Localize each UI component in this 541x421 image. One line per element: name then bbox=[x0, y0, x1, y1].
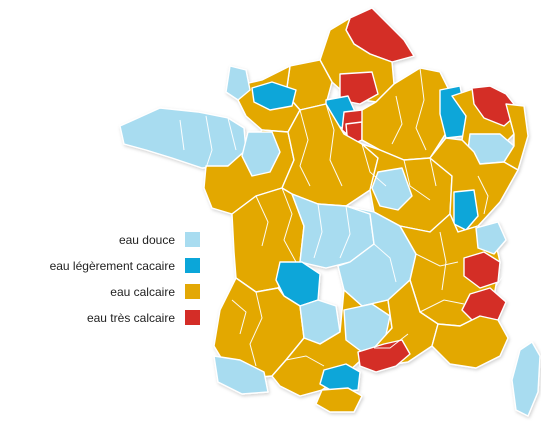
department-border bbox=[227, 117, 237, 151]
region-aude bbox=[319, 363, 361, 393]
department-border bbox=[477, 175, 489, 215]
department-border bbox=[374, 333, 409, 349]
department-border bbox=[419, 299, 465, 313]
region-oise bbox=[339, 71, 379, 105]
department-border bbox=[281, 187, 297, 263]
region-jura bbox=[453, 189, 479, 231]
department-border bbox=[299, 109, 311, 187]
region-haute-savoie bbox=[475, 221, 507, 255]
department-border bbox=[249, 291, 263, 367]
legend-swatch bbox=[185, 284, 200, 299]
region-bretagne bbox=[119, 107, 247, 169]
department-border bbox=[429, 157, 437, 187]
department-border bbox=[361, 143, 387, 187]
legend: eau douce eau légèrement cacaire eau cal… bbox=[4, 229, 204, 333]
legend-item-eau-calcaire: eau calcaire bbox=[4, 281, 204, 307]
department-border bbox=[373, 243, 397, 283]
department-border bbox=[439, 231, 447, 291]
region-pyrenees-orientales bbox=[315, 387, 363, 413]
department-border bbox=[231, 299, 247, 335]
department-border bbox=[179, 119, 185, 151]
department-border bbox=[415, 67, 427, 151]
region-champagne bbox=[361, 67, 453, 161]
legend-swatch bbox=[185, 232, 200, 247]
legend-label: eau douce bbox=[118, 233, 175, 247]
region-savoie bbox=[463, 251, 501, 289]
department-border bbox=[205, 115, 213, 169]
region-mayenne bbox=[241, 131, 281, 177]
legend-swatch bbox=[185, 310, 200, 325]
legend-label: eau très calcaire bbox=[86, 311, 175, 325]
region-bouches-du-rhone bbox=[357, 339, 411, 373]
department-border bbox=[285, 355, 325, 367]
legend-item-eau-douce: eau douce bbox=[4, 229, 204, 255]
region-provence bbox=[431, 315, 509, 369]
legend-label: eau légèrement cacaire bbox=[49, 259, 175, 273]
department-border bbox=[495, 271, 507, 287]
legend-item-eau-tres-calcaire: eau très calcaire bbox=[4, 307, 204, 333]
department-border bbox=[255, 195, 269, 247]
department-border bbox=[313, 203, 323, 259]
department-border bbox=[339, 205, 351, 259]
region-pyrenees-pale bbox=[213, 355, 269, 395]
legend-item-eau-legerement-calcaire: eau légèrement cacaire bbox=[4, 255, 204, 281]
region-nievre bbox=[371, 167, 413, 211]
region-corse bbox=[511, 341, 541, 417]
department-border bbox=[325, 103, 343, 187]
department-border bbox=[415, 253, 459, 267]
region-calvados-west bbox=[225, 65, 251, 101]
department-border bbox=[403, 159, 431, 201]
department-border bbox=[391, 95, 403, 145]
region-manche bbox=[251, 81, 297, 111]
legend-label: eau calcaire bbox=[110, 285, 175, 299]
legend-swatch bbox=[185, 258, 200, 273]
